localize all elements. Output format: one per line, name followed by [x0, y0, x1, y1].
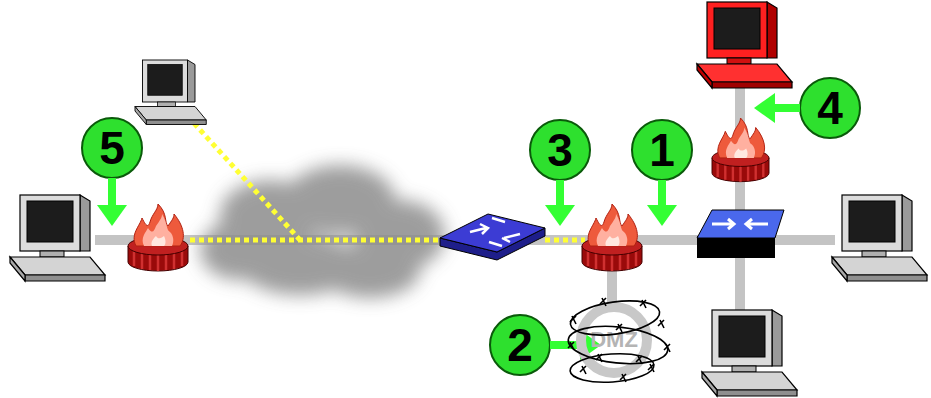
callout-number: 2	[490, 315, 550, 375]
zone-label: DMZ	[590, 327, 638, 353]
computer-icon	[702, 310, 797, 396]
network-cable	[95, 80, 835, 320]
callout-number: 5	[82, 118, 142, 178]
firewall-symbol	[712, 118, 769, 182]
router-symbol	[440, 214, 545, 260]
callout-number: 3	[530, 120, 590, 180]
callout-arrow	[97, 93, 800, 360]
firewall-symbol	[128, 204, 188, 271]
computer-icon	[697, 2, 792, 88]
switch-symbol	[697, 210, 784, 258]
vpn-tunnel	[182, 110, 585, 240]
zone-circle: DMZ	[574, 300, 654, 380]
callout-number: 1	[632, 120, 692, 180]
computer-icon	[135, 60, 206, 125]
zone-ring	[581, 307, 647, 373]
internet-cloud	[200, 165, 445, 298]
computer-icon	[10, 195, 105, 281]
callout-number: 4	[800, 78, 860, 138]
computer-icon	[832, 195, 927, 281]
callout-marker	[82, 78, 860, 375]
firewall-symbol	[582, 204, 642, 271]
